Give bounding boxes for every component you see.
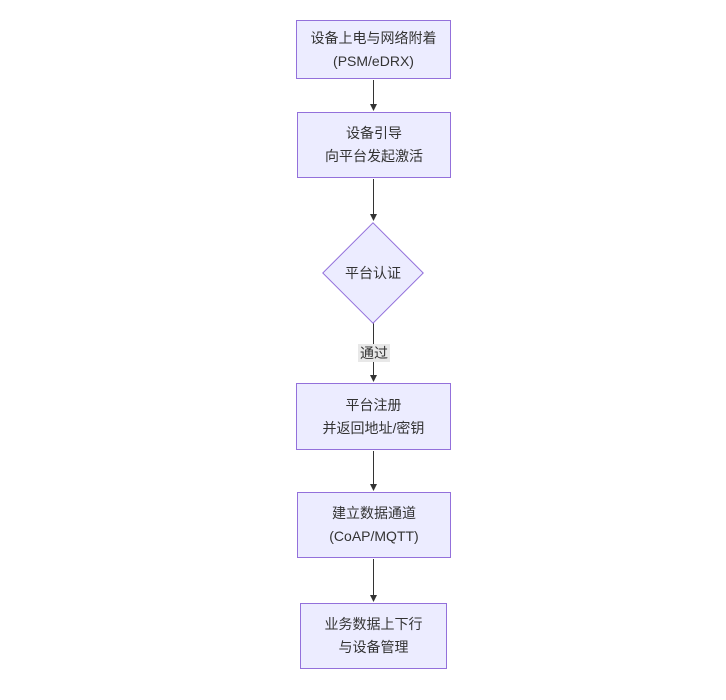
node-platform-auth-label: 平台认证: [345, 265, 401, 281]
node-business-data: 业务数据上下行 与设备管理: [300, 603, 447, 669]
node-bootstrap-line2: 向平台发起激活: [325, 148, 423, 164]
node-data-channel: 建立数据通道 (CoAP/MQTT): [297, 492, 451, 558]
node-data-channel-line2: (CoAP/MQTT): [329, 528, 419, 544]
node-power-attach-line1: 设备上电与网络附着: [310, 29, 437, 46]
node-power-attach: 设备上电与网络附着 (PSM/eDRX): [296, 20, 451, 79]
node-data-channel-line1: 建立数据通道: [332, 505, 416, 521]
edge-label-pass: 通过: [358, 344, 390, 362]
node-platform-auth: 平台认证: [322, 222, 424, 324]
node-bootstrap-line1: 设备引导: [346, 125, 402, 141]
node-business-data-line2: 与设备管理: [338, 639, 409, 655]
node-platform-register-line1: 平台注册: [345, 396, 402, 413]
node-business-data-line1: 业务数据上下行: [324, 616, 423, 632]
node-platform-register-line2: 并返回地址/密钥: [322, 419, 425, 436]
node-power-attach-line2: (PSM/eDRX): [333, 52, 414, 69]
node-bootstrap: 设备引导 向平台发起激活: [297, 112, 451, 178]
node-platform-register: 平台注册 并返回地址/密钥: [296, 383, 451, 450]
